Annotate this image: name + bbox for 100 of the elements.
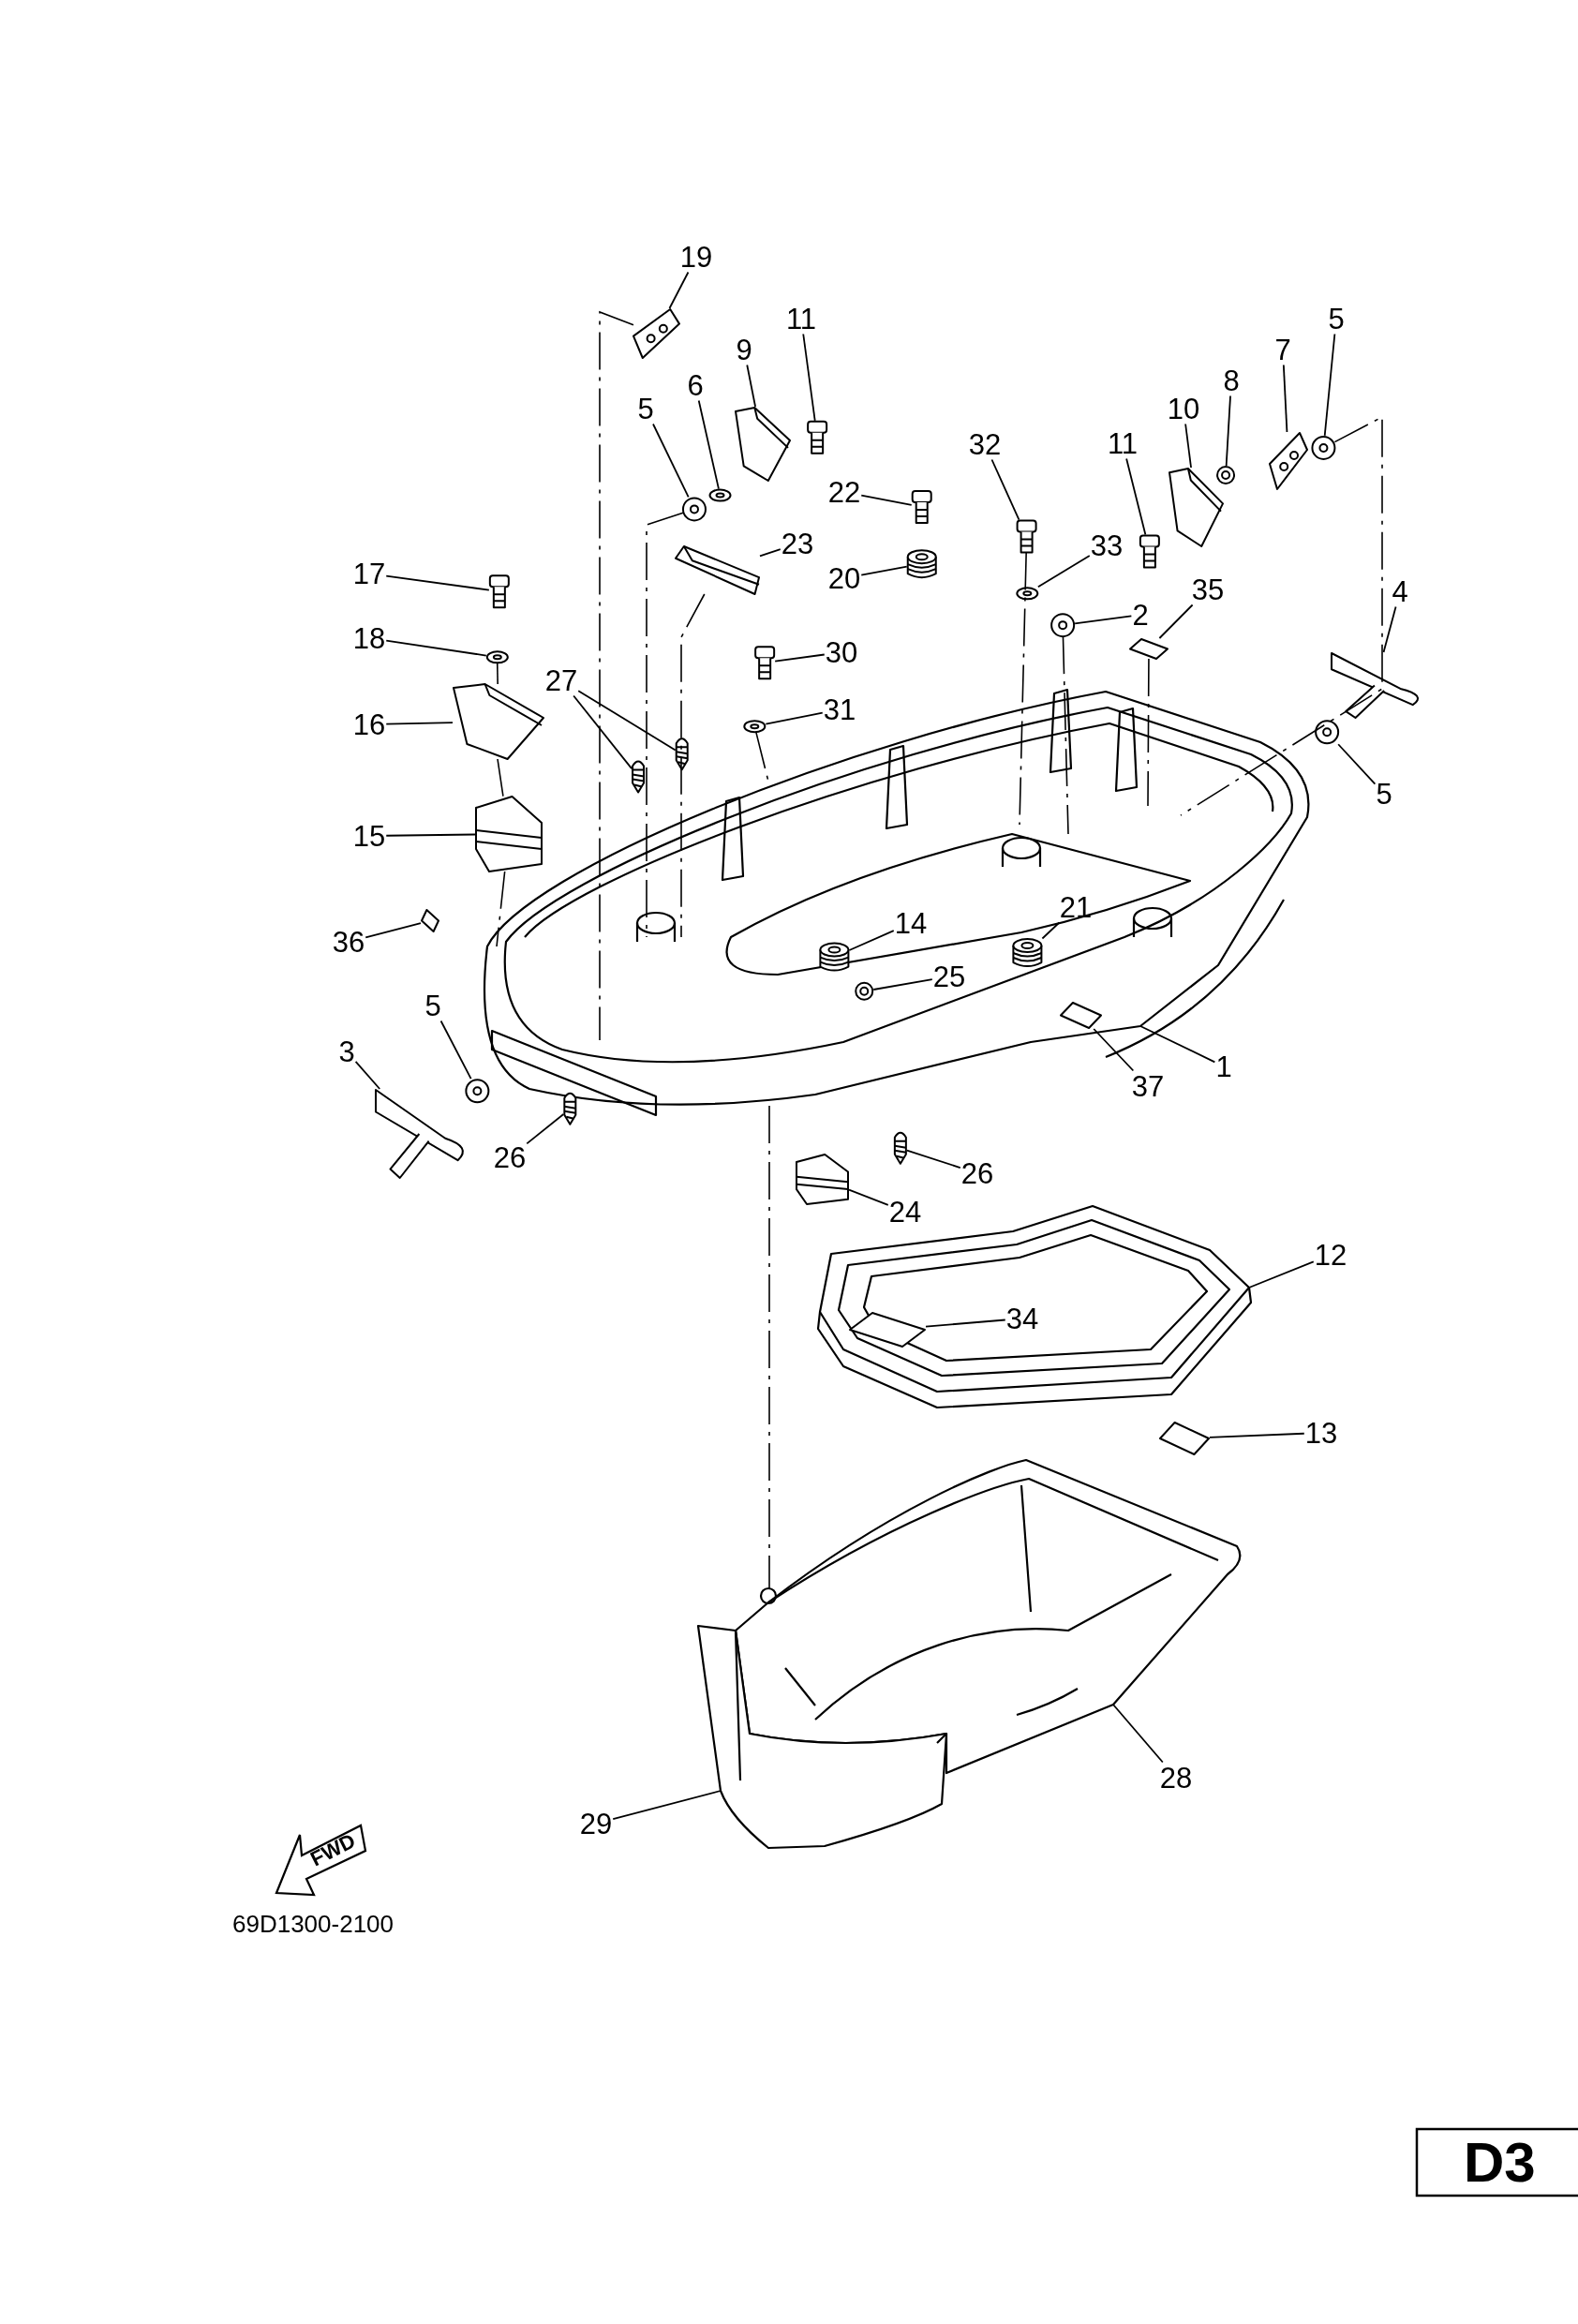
plate	[633, 308, 680, 359]
callout-number: 25	[932, 961, 966, 991]
callout-number: 4	[1392, 576, 1408, 606]
assembly-line	[680, 593, 706, 938]
callout-number: 19	[679, 242, 713, 272]
callout-number: 21	[1059, 892, 1093, 922]
cap	[1216, 465, 1236, 484]
bolt	[911, 490, 932, 525]
clip	[1315, 720, 1340, 745]
leader-line	[652, 423, 690, 499]
leader-line	[577, 690, 677, 752]
callout-number: 18	[352, 623, 386, 653]
leader-line	[860, 494, 913, 506]
decal	[1159, 1422, 1210, 1455]
leader-line	[697, 399, 720, 490]
clip	[1311, 435, 1336, 460]
callout-number: 33	[1090, 530, 1124, 560]
callout-number: 24	[888, 1197, 922, 1227]
leader-line	[612, 1790, 722, 1821]
bolt	[807, 420, 828, 454]
bracket	[1169, 468, 1224, 547]
bolt	[1016, 519, 1037, 554]
callout-number: 9	[736, 335, 752, 365]
assembly-line	[1062, 635, 1069, 835]
callout-number: 29	[579, 1809, 613, 1839]
leader-line	[385, 574, 490, 591]
callout-number: 34	[1005, 1304, 1039, 1333]
leader-line	[1036, 555, 1091, 588]
leader-line	[759, 548, 782, 558]
callout-number: 31	[823, 694, 856, 724]
callout-number: 32	[968, 429, 1002, 459]
leader-line	[1382, 605, 1397, 653]
leader-line	[573, 694, 633, 770]
leader-line	[365, 922, 422, 939]
assembly-line	[496, 871, 506, 947]
leader-line	[1158, 603, 1194, 639]
leader-line	[1282, 364, 1288, 433]
block	[475, 796, 543, 872]
decal	[1129, 638, 1169, 660]
leader-line	[1184, 423, 1192, 469]
callout-number: 23	[781, 529, 814, 559]
callout-number: 5	[424, 991, 441, 1020]
assembly-line	[599, 310, 634, 1041]
callout-number: 20	[827, 563, 861, 593]
screw	[563, 1092, 577, 1125]
callout-number: 36	[332, 927, 365, 957]
bracket	[735, 407, 791, 482]
leader-line	[1074, 615, 1133, 625]
bracket	[453, 683, 544, 760]
assembly-line	[497, 758, 504, 797]
block	[796, 1154, 849, 1205]
leader-line	[1248, 1260, 1315, 1289]
callout-number: 8	[1223, 365, 1240, 395]
callout-number: 27	[544, 665, 578, 695]
handle	[375, 1089, 464, 1179]
callout-number: 5	[1328, 304, 1345, 334]
leader-line	[1337, 743, 1377, 785]
callout-number: 11	[1107, 428, 1139, 458]
clip	[681, 497, 707, 522]
leader-line	[802, 333, 816, 422]
leader-line	[354, 1061, 381, 1090]
grommet	[1012, 938, 1043, 967]
callout-number: 30	[825, 637, 858, 667]
assembly-line	[496, 662, 499, 685]
leader-line	[439, 1020, 472, 1080]
callout-number: 28	[1159, 1763, 1193, 1793]
arrow-label: FWD	[307, 1830, 359, 1870]
callout-number: 3	[338, 1036, 355, 1066]
leader-line	[1093, 1028, 1135, 1072]
front-cover	[696, 1624, 948, 1850]
leader-line	[848, 1188, 889, 1206]
leader-line	[1112, 1704, 1164, 1764]
callout-number: 7	[1274, 335, 1291, 365]
leader-line	[990, 458, 1020, 521]
leader-line	[668, 271, 690, 309]
leader-line	[1041, 921, 1061, 940]
washer	[485, 650, 509, 664]
leader-line	[848, 930, 895, 951]
leader-line	[774, 653, 826, 663]
assembly-line	[768, 1105, 770, 1589]
callout-number: 37	[1131, 1071, 1165, 1101]
part-number: 69D1300-2100	[232, 1912, 394, 1936]
leader-line	[872, 978, 933, 991]
callout-number: 14	[894, 908, 928, 938]
callout-number: 2	[1132, 600, 1149, 630]
bolt	[1139, 534, 1160, 569]
leader-line	[746, 364, 756, 408]
callout-number: 15	[352, 821, 386, 851]
screw	[632, 760, 646, 794]
screw	[675, 737, 689, 771]
callout-number: 26	[493, 1142, 527, 1172]
clip	[465, 1079, 490, 1104]
leader-line	[385, 639, 487, 657]
grommet	[819, 942, 850, 972]
assembly-line	[1147, 658, 1150, 807]
washer	[743, 720, 767, 734]
callout-number: 6	[687, 370, 704, 400]
bolt	[488, 574, 510, 609]
handle	[1331, 652, 1420, 719]
leader-line	[1225, 395, 1231, 467]
